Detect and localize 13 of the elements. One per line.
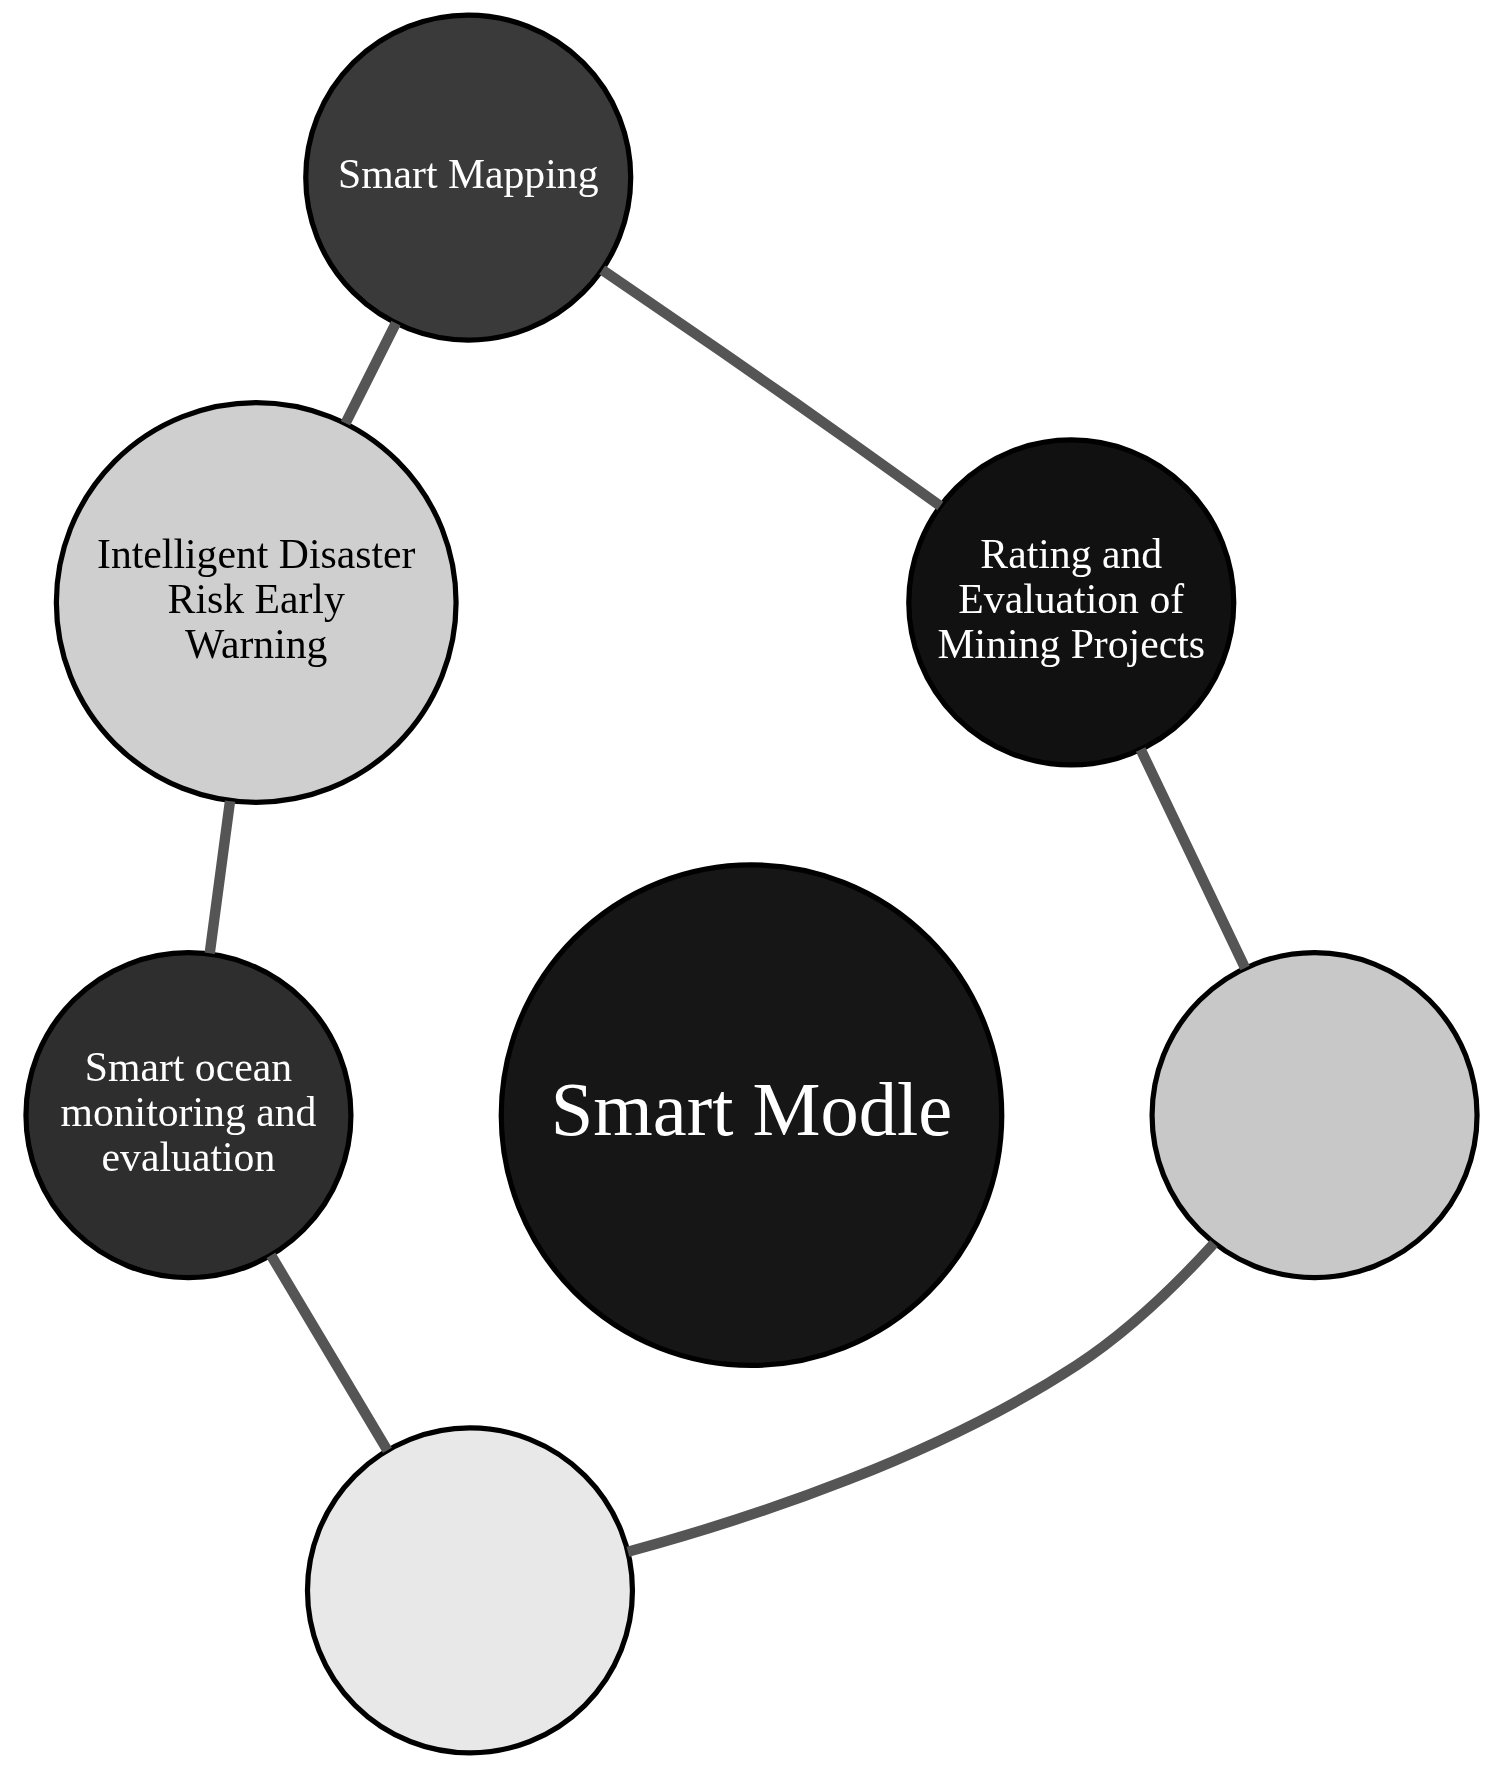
node-circle: Smart Modle <box>498 862 1005 1368</box>
connector <box>266 1252 392 1453</box>
node-circle: Smart Mapping <box>303 12 634 343</box>
connector <box>599 265 944 511</box>
connector <box>204 800 236 954</box>
connector <box>340 320 401 426</box>
node-circle: Rating and Evaluation of Mining Projects <box>906 437 1237 768</box>
connector <box>1135 747 1250 971</box>
node-circle: Intelligent Disaster Risk Early Warning <box>53 400 459 805</box>
node-circle: Smart ocean monitoring and evaluation <box>23 950 354 1281</box>
connector <box>626 1239 1218 1557</box>
node-circle <box>1149 950 1480 1281</box>
node-circle <box>304 1425 636 1756</box>
